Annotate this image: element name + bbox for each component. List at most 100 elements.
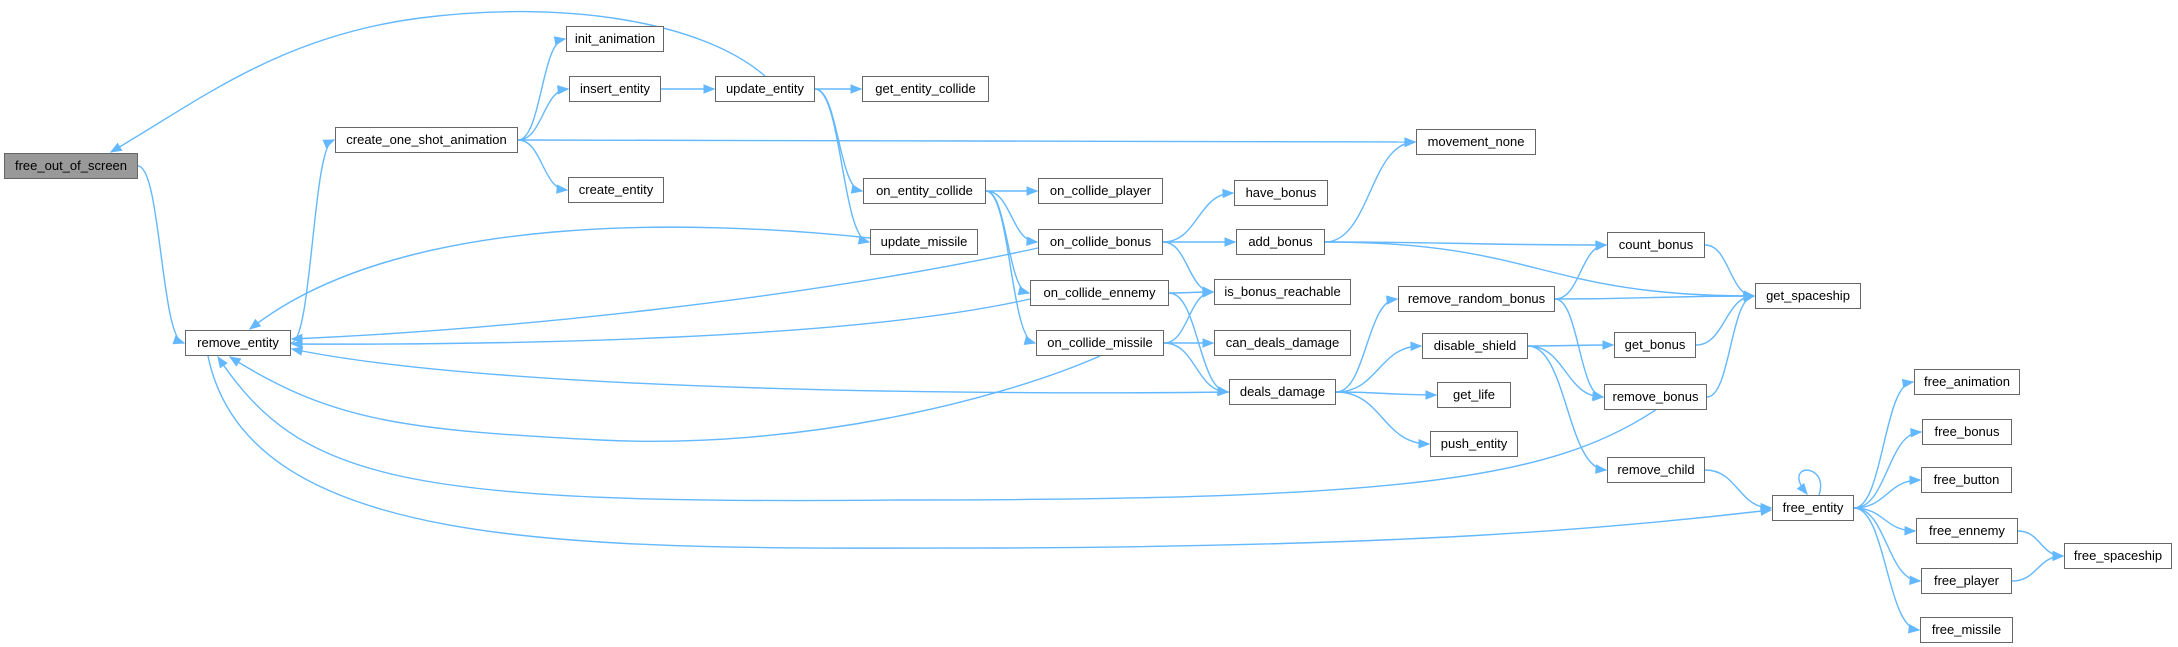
edge-create-one-shot-animation-to-insert-entity bbox=[517, 88, 569, 141]
node-free-missile[interactable]: free_missile bbox=[1920, 617, 2013, 643]
node-on-collide-player[interactable]: on_collide_player bbox=[1038, 178, 1163, 204]
edge-arrowhead bbox=[857, 235, 871, 245]
edge-arrowhead bbox=[1202, 338, 1215, 348]
node-get-spaceship[interactable]: get_spaceship bbox=[1755, 283, 1861, 309]
edge-arrowhead bbox=[1595, 241, 1608, 251]
edge-arrowhead bbox=[172, 335, 186, 345]
node-init-animation[interactable]: init_animation bbox=[566, 26, 664, 52]
edge-remove-entity-to-create-one-shot-animation bbox=[290, 139, 335, 344]
edge-arrowhead bbox=[1026, 186, 1039, 196]
edge-arrowhead bbox=[1026, 236, 1039, 246]
node-movement-none[interactable]: movement_none bbox=[1416, 129, 1536, 155]
edge-arrowhead bbox=[556, 184, 569, 194]
edge-arrowhead bbox=[1595, 464, 1608, 474]
node-free-spaceship[interactable]: free_spaceship bbox=[2064, 543, 2172, 569]
edge-count-bonus-to-get-spaceship bbox=[1704, 244, 1755, 297]
edge-arrowhead bbox=[1901, 378, 1915, 389]
edge-arrowhead bbox=[850, 184, 864, 194]
edge-on-entity-collide-to-on-collide-ennemy bbox=[985, 190, 1030, 294]
edge-arrowhead bbox=[1023, 335, 1037, 345]
node-have-bonus[interactable]: have_bonus bbox=[1234, 180, 1328, 206]
node-disable-shield[interactable]: disable_shield bbox=[1422, 333, 1528, 359]
edge-arrowhead bbox=[1418, 439, 1431, 449]
edge-on-collide-missile-to-is-bonus-reachable bbox=[1163, 291, 1214, 344]
edge-arrowhead bbox=[1742, 293, 1756, 303]
edge-on-collide-bonus-to-is-bonus-reachable bbox=[1162, 241, 1214, 293]
edge-arrowhead bbox=[1410, 341, 1423, 352]
edge-free-entity-to-free-animation bbox=[1853, 381, 1914, 509]
edge-deals-damage-to-disable-shield bbox=[1335, 345, 1422, 393]
node-get-bonus[interactable]: get_bonus bbox=[1614, 332, 1696, 358]
node-remove-entity[interactable]: remove_entity bbox=[185, 330, 291, 356]
node-free-button[interactable]: free_button bbox=[1921, 467, 2012, 493]
node-update-missile[interactable]: update_missile bbox=[870, 229, 978, 255]
edge-arrowhead bbox=[290, 339, 303, 349]
edge-add-bonus-to-movement-none bbox=[1324, 141, 1416, 243]
edge-update-missile-to-remove-entity bbox=[249, 226, 871, 330]
node-free-bonus[interactable]: free_bonus bbox=[1922, 419, 2012, 445]
edge-on-collide-ennemy-to-remove-entity bbox=[291, 298, 1031, 345]
edge-deals-damage-to-get-life bbox=[1335, 391, 1437, 396]
edge-update-entity-to-update-missile bbox=[814, 88, 870, 243]
edge-disable-shield-to-get-bonus bbox=[1527, 344, 1614, 347]
node-free-player[interactable]: free_player bbox=[1921, 568, 2012, 594]
edge-arrowhead bbox=[248, 318, 262, 330]
node-on-collide-bonus[interactable]: on_collide_bonus bbox=[1038, 229, 1163, 255]
edge-add-bonus-to-get-spaceship bbox=[1324, 241, 1755, 297]
node-on-collide-missile[interactable]: on_collide_missile bbox=[1036, 330, 1164, 356]
edge-arrowhead bbox=[1592, 391, 1605, 402]
edge-arrowhead bbox=[1224, 237, 1237, 247]
node-remove-bonus[interactable]: remove_bonus bbox=[1604, 384, 1707, 410]
edge-on-collide-bonus-to-remove-entity bbox=[291, 247, 1039, 340]
edge-arrowhead bbox=[109, 142, 123, 153]
node-update-entity[interactable]: update_entity bbox=[715, 76, 815, 102]
edge-arrowhead bbox=[1602, 340, 1615, 350]
edge-arrowhead bbox=[703, 84, 716, 94]
edge-deals-damage-to-remove-entity bbox=[291, 348, 1230, 394]
edge-add-bonus-to-count-bonus bbox=[1324, 241, 1607, 246]
edge-remove-random-bonus-to-count-bonus bbox=[1554, 244, 1607, 300]
edge-remove-child-to-free-entity bbox=[1704, 469, 1772, 509]
edge-arrowhead bbox=[1017, 286, 1031, 296]
edge-arrowhead bbox=[1404, 137, 1417, 148]
edge-free-entity-to-free-bonus bbox=[1853, 431, 1922, 509]
edge-deals-damage-to-push-entity bbox=[1335, 391, 1430, 445]
node-is-bonus-reachable[interactable]: is_bonus_reachable bbox=[1214, 279, 1351, 305]
edge-arrowhead bbox=[557, 85, 570, 95]
edge-arrowhead bbox=[1910, 428, 1923, 438]
edge-free-entity-to-free-entity bbox=[1798, 469, 1822, 496]
edge-arrowhead bbox=[1908, 624, 1921, 634]
node-remove-random-bonus[interactable]: remove_random_bonus bbox=[1398, 286, 1555, 312]
node-create-entity[interactable]: create_entity bbox=[568, 177, 664, 203]
edge-free-ennemy-to-free-spaceship bbox=[2017, 530, 2064, 557]
edge-remove-entity-to-free-entity bbox=[207, 355, 1772, 549]
edge-arrowhead bbox=[1904, 525, 1917, 536]
edge-on-entity-collide-to-on-collide-missile bbox=[985, 190, 1036, 344]
edge-on-collide-bonus-to-have-bonus bbox=[1162, 192, 1234, 243]
edge-arrowhead bbox=[1202, 288, 1215, 298]
node-insert-entity[interactable]: insert_entity bbox=[569, 76, 661, 102]
node-free-animation[interactable]: free_animation bbox=[1914, 369, 2020, 395]
node-remove-child[interactable]: remove_child bbox=[1607, 457, 1705, 483]
edge-remove-random-bonus-to-remove-bonus bbox=[1554, 298, 1604, 398]
edge-arrowhead bbox=[1386, 295, 1399, 305]
node-free-out-of-screen: free_out_of_screen bbox=[4, 153, 138, 179]
edge-create-one-shot-animation-to-create-entity bbox=[517, 139, 568, 191]
node-free-ennemy[interactable]: free_ennemy bbox=[1916, 518, 2018, 544]
node-get-life[interactable]: get_life bbox=[1437, 382, 1511, 408]
node-on-entity-collide[interactable]: on_entity_collide bbox=[863, 178, 986, 204]
edge-free-entity-to-free-missile bbox=[1853, 507, 1920, 631]
node-can-deals-damage[interactable]: can_deals_damage bbox=[1214, 330, 1351, 356]
node-create-one-shot-animation[interactable]: create_one_shot_animation bbox=[335, 127, 518, 153]
node-on-collide-ennemy[interactable]: on_collide_ennemy bbox=[1030, 280, 1169, 306]
node-count-bonus[interactable]: count_bonus bbox=[1607, 232, 1705, 258]
node-push-entity[interactable]: push_entity bbox=[1430, 431, 1518, 457]
edge-update-entity-to-free-out-of-screen bbox=[110, 10, 766, 153]
node-get-entity-collide[interactable]: get_entity_collide bbox=[862, 76, 989, 102]
node-add-bonus[interactable]: add_bonus bbox=[1236, 229, 1325, 255]
edge-arrowhead bbox=[2052, 551, 2065, 562]
edge-arrowhead bbox=[217, 355, 228, 369]
node-deals-damage[interactable]: deals_damage bbox=[1229, 379, 1336, 405]
node-free-entity[interactable]: free_entity bbox=[1772, 495, 1854, 521]
